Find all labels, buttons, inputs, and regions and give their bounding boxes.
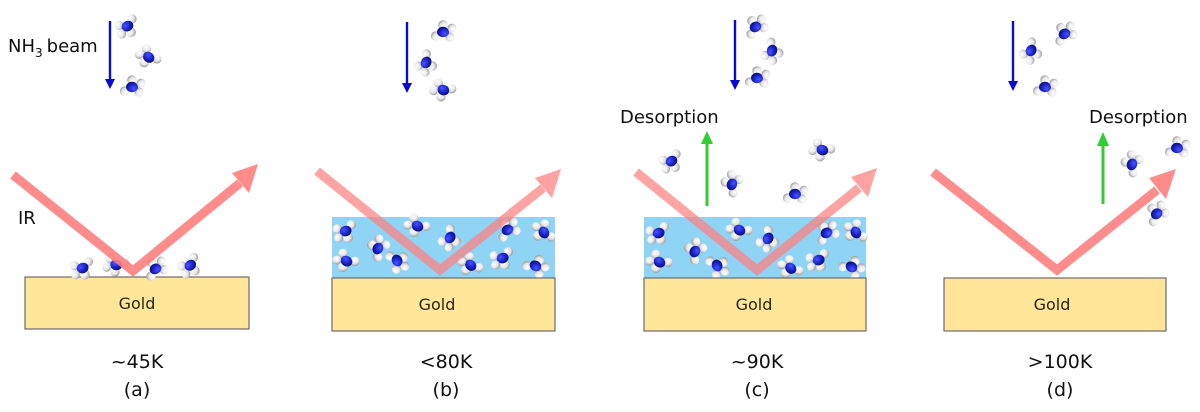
nh3-molecule xyxy=(1048,16,1081,49)
desorption-label: Desorption xyxy=(1089,107,1188,128)
nh3-molecule xyxy=(744,66,771,88)
ir-label: IR xyxy=(18,208,36,229)
gas-molecules xyxy=(411,20,458,106)
temperature-label: ~90K xyxy=(731,351,784,373)
panel-caption: (a) xyxy=(124,379,150,401)
nh3-molecule xyxy=(655,146,688,179)
panel-b: Gold <80K (b) xyxy=(314,20,561,401)
desorption-arrow-up-icon xyxy=(701,131,713,206)
gold-label: Gold xyxy=(119,294,156,313)
ir-arrowhead-icon xyxy=(851,168,877,197)
beam-arrow-down-icon xyxy=(1008,21,1018,91)
gold-label: Gold xyxy=(736,295,773,314)
nh3-molecule xyxy=(111,11,144,44)
nh3-molecule xyxy=(411,47,443,81)
gold-substrate xyxy=(643,277,867,332)
ir-arrowhead-icon xyxy=(1149,169,1176,199)
gas-molecules xyxy=(739,9,788,88)
nh3-molecule xyxy=(739,9,772,42)
ir-arrowhead-icon xyxy=(535,169,561,198)
ir-beam xyxy=(633,168,877,276)
beam-arrow-down-icon xyxy=(402,22,412,93)
gas-molecules xyxy=(1016,16,1081,97)
gold-substrate xyxy=(24,276,250,330)
beam-arrow-down-icon xyxy=(105,21,115,89)
gold-substrate xyxy=(943,277,1167,332)
panel-caption: (b) xyxy=(433,379,460,401)
nh3-molecule xyxy=(805,136,837,166)
desorbing-molecules xyxy=(655,136,837,204)
temperature-label: ~45K xyxy=(111,351,164,373)
nh3-molecule xyxy=(1032,75,1059,97)
desorption-label: Desorption xyxy=(620,107,719,128)
nh3-molecule xyxy=(119,75,146,97)
gold-label: Gold xyxy=(419,295,456,314)
beam-arrow-down-icon xyxy=(730,20,740,90)
panel-caption: (c) xyxy=(744,379,769,401)
temperature-label: >100K xyxy=(1028,351,1093,373)
nh3-molecule xyxy=(426,76,458,106)
nh3-molecule xyxy=(1164,136,1191,158)
nh3-molecule xyxy=(1116,147,1146,179)
nh3-molecule xyxy=(130,41,165,75)
panel-c: Desorption Gold xyxy=(620,9,877,401)
gas-molecules xyxy=(111,11,165,97)
nh3-molecule xyxy=(1016,35,1048,69)
panel-caption: (d) xyxy=(1047,379,1074,401)
panel-d: Desorption Gold >100K (d) xyxy=(930,16,1191,401)
gold-substrate xyxy=(331,277,556,332)
temperature-label: <80K xyxy=(420,351,473,373)
desorption-arrow-up-icon xyxy=(1097,132,1109,204)
nh3-molecule xyxy=(758,36,788,68)
nh3-molecule xyxy=(430,20,457,42)
ir-beam xyxy=(314,167,561,276)
nh3-molecule xyxy=(716,167,746,199)
nh3-molecule xyxy=(782,182,809,204)
ir-beam xyxy=(10,164,258,277)
ir-arrowhead-icon xyxy=(232,164,258,193)
gold-label: Gold xyxy=(1034,295,1071,314)
ir-beam xyxy=(930,168,1176,276)
